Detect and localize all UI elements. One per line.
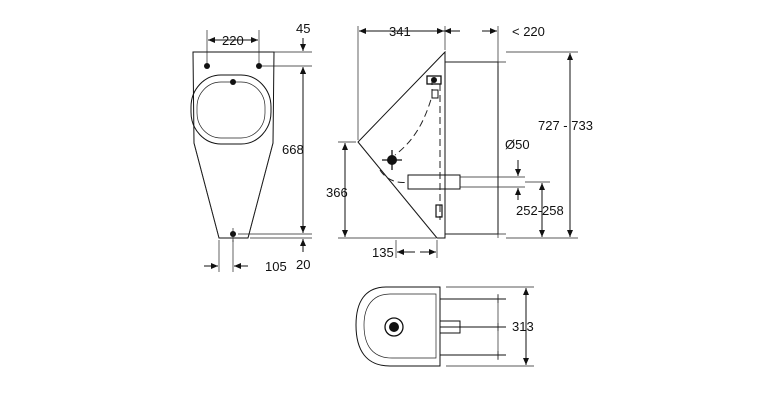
drain-valve-icon (382, 150, 402, 170)
dim-side-outlet-height: 252-258 (516, 203, 564, 218)
top-bowl-inner (363, 293, 437, 359)
flush-valve-icon (426, 75, 442, 99)
dim-side-total-height: 727 - 733 (538, 118, 593, 133)
dim-front-offset: 105 (265, 259, 287, 274)
dim-side-bottom-offset: 135 (372, 245, 394, 260)
dim-front-bottom: 20 (296, 257, 310, 272)
top-outline (355, 286, 441, 367)
dim-front-width: 220 (222, 33, 244, 48)
mounting-hole-left (204, 63, 210, 69)
drain-grate-icon (384, 317, 404, 337)
dim-side-depth: 341 (389, 24, 411, 39)
front-view: 220 45 668 20 105 (190, 21, 312, 274)
dim-side-clearance: < 220 (512, 24, 545, 39)
outlet-pipe (407, 174, 461, 190)
flush-inlet-hole (230, 79, 236, 85)
side-view: 341 < 220 727 - 733 Ø50 252-258 366 135 (326, 24, 593, 260)
dim-top-depth: 313 (512, 319, 534, 334)
top-outlet-stub (439, 320, 461, 334)
dim-pipe-diameter: Ø50 (505, 137, 530, 152)
sensor-icon (435, 204, 443, 218)
dim-side-lower-height: 366 (326, 185, 348, 200)
mounting-hole-right (256, 63, 262, 69)
front-bowl-outer (190, 74, 272, 145)
supply-pipe (394, 78, 433, 156)
front-bowl-inner (196, 81, 266, 139)
dim-front-top: 45 (296, 21, 310, 36)
mounting-frame (444, 61, 499, 235)
dim-front-height: 668 (282, 142, 304, 157)
top-view: 313 (355, 286, 534, 367)
